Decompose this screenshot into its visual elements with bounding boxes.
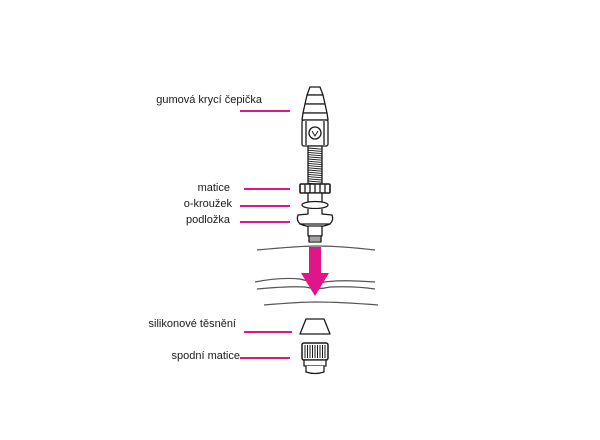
arrow-down-icon (301, 247, 329, 296)
leader-cap (240, 110, 290, 112)
washer (296, 209, 334, 228)
label-nut: matice (197, 182, 230, 194)
label-washer: podložka (185, 214, 230, 226)
threaded-stem (307, 145, 323, 185)
leader-oring (240, 205, 290, 207)
label-seal: silikonové těsnění (148, 318, 236, 330)
bottom-nut (301, 342, 329, 375)
rubber-cap (301, 86, 329, 147)
leader-seal (244, 331, 292, 333)
nut (299, 183, 331, 194)
leader-washer (240, 221, 290, 223)
label-cap: gumová krycí čepička (156, 94, 262, 106)
leader-bottom-nut (240, 357, 290, 359)
lower-stem (307, 225, 323, 243)
logo-icon (308, 126, 322, 140)
label-oring: o-kroužek (183, 198, 232, 210)
leader-nut (244, 188, 290, 190)
o-ring (301, 200, 329, 210)
label-bottom-nut: spodní matice (171, 350, 240, 362)
silicone-seal (299, 318, 331, 335)
